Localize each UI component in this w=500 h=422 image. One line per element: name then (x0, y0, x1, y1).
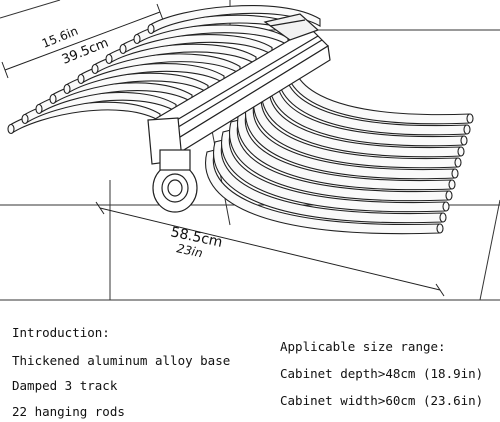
rod-end-cap (454, 157, 462, 168)
central-rail (147, 13, 331, 165)
rod-end-cap (63, 83, 71, 95)
rod-end-cap (445, 190, 453, 201)
rod-end-cap (91, 63, 99, 75)
cabinet-width-requirement: Cabinet width>60cm (23.6in) (280, 393, 484, 408)
rod-end-cap (35, 103, 43, 115)
rod-end-cap (119, 43, 127, 55)
rod-end-cap (457, 146, 465, 157)
size-range-heading: Applicable size range: (280, 339, 446, 354)
rod-end-cap (133, 33, 141, 45)
right-hanging-rods (205, 49, 474, 235)
front-knob (152, 149, 198, 213)
rod-end-cap (49, 93, 57, 105)
cabinet-depth-requirement: Cabinet depth>48cm (18.9in) (280, 366, 484, 381)
rod-end-cap (105, 53, 113, 65)
width-inches-label: 23in (175, 241, 204, 260)
feature-item: Damped 3 track (12, 378, 118, 393)
rod-end-cap (21, 113, 29, 125)
rod-end-cap (460, 135, 468, 146)
rod-end-cap (439, 212, 447, 223)
depth-dimension-line (1, 3, 164, 79)
left-hanging-rods (7, 5, 321, 135)
hanging-rod (149, 5, 321, 34)
introduction-heading: Introduction: (12, 325, 110, 340)
rod-end-cap (448, 179, 456, 190)
rod-end-cap (442, 201, 450, 212)
rod-end-cap (147, 23, 155, 35)
rod-end-cap (466, 113, 474, 124)
rod-end-cap (451, 168, 459, 179)
rod-end-cap (7, 123, 15, 135)
rod-end-cap (436, 223, 444, 234)
rod-end-cap (77, 73, 85, 85)
width-dimension-line (95, 201, 445, 297)
feature-item: 22 hanging rods (12, 404, 125, 419)
depth-inches-label: 15.6in (40, 24, 80, 51)
feature-item: Thickened aluminum alloy base (12, 353, 231, 368)
rack-line-drawing: 15.6in 39.5cm 58.5cm 23in (0, 0, 500, 301)
rod-end-cap (463, 124, 471, 135)
